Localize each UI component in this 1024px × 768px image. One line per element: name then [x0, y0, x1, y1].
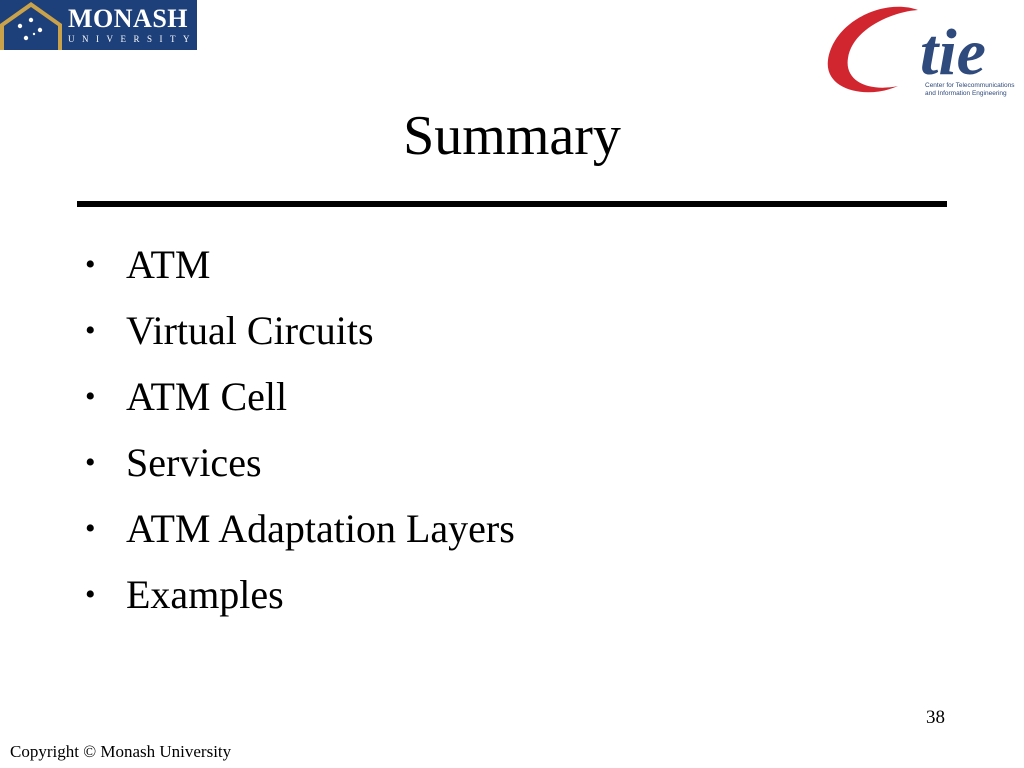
list-item: • ATM Cell — [85, 364, 515, 430]
list-item: • Examples — [85, 562, 515, 628]
title-divider — [77, 201, 947, 207]
ctie-subtitle-line2: and Information Engineering — [925, 90, 1007, 97]
bullet-text: ATM Cell — [126, 374, 288, 419]
bullet-text: Services — [126, 440, 262, 485]
monash-logo-subtitle: UNIVERSITY — [68, 33, 197, 44]
svg-text:tie: tie — [920, 16, 986, 89]
bullet-text: ATM Adaptation Layers — [126, 506, 515, 551]
ctie-subtitle-line1: Center for Telecommunications — [925, 82, 1015, 89]
list-item: • Virtual Circuits — [85, 298, 515, 364]
page-number: 38 — [926, 707, 945, 728]
bullet-icon: • — [85, 380, 96, 413]
list-item: • ATM — [85, 232, 515, 298]
monash-crest-icon — [0, 0, 62, 50]
copyright-footer: Copyright © Monash University — [10, 742, 232, 761]
monash-logo-name: MONASH — [68, 3, 188, 33]
bullet-text: ATM — [126, 242, 211, 287]
bullet-icon: • — [85, 248, 96, 281]
bullet-list: • ATM • Virtual Circuits • ATM Cell • Servic… — [85, 232, 515, 628]
bullet-icon: • — [85, 314, 96, 347]
bullet-icon: • — [85, 446, 96, 479]
list-item: • ATM Adaptation Layers — [85, 496, 515, 562]
bullet-text: Virtual Circuits — [126, 308, 374, 353]
bullet-text: Examples — [126, 572, 284, 617]
ctie-logo-subtitle: Center for Telecommunications and Inform… — [925, 82, 1024, 98]
bullet-icon: • — [85, 578, 96, 611]
bullet-icon: • — [85, 512, 96, 545]
monash-university-logo: MONASH UNIVERSITY — [0, 0, 197, 50]
list-item: • Services — [85, 430, 515, 496]
slide-title: Summary — [403, 105, 621, 167]
ctie-logo: tie — [827, 6, 986, 93]
